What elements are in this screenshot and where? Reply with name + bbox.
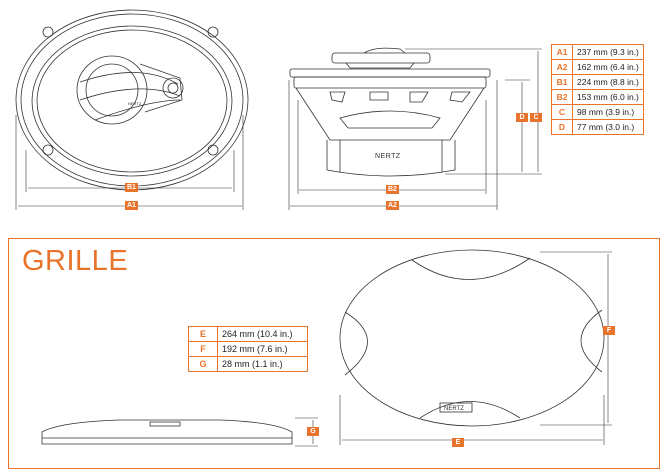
- dim-label-b2: B2: [386, 185, 399, 194]
- dim-label-g: G: [307, 427, 319, 436]
- dim-value: 264 mm (10.4 in.): [217, 326, 308, 342]
- dim-key: A2: [551, 59, 573, 75]
- dim-value: 162 mm (6.4 in.): [572, 59, 644, 75]
- dim-key: E: [188, 326, 218, 342]
- dim-value: 224 mm (8.8 in.): [572, 74, 644, 90]
- dim-label-a2: A2: [386, 201, 399, 210]
- speaker-front-view: [15, 9, 249, 191]
- grille-side-view: [41, 419, 293, 445]
- dim-label-e: E: [452, 438, 464, 447]
- dim-label-f: F: [603, 326, 615, 335]
- dim-label-b1: B1: [125, 183, 138, 192]
- dim-value: 153 mm (6.0 in.): [572, 89, 644, 105]
- grille-front-view: [339, 249, 605, 427]
- dim-key: A1: [551, 44, 573, 60]
- dim-key: B2: [551, 89, 573, 105]
- speaker-brand-side: NERTZ: [375, 153, 401, 160]
- dim-value: 192 mm (7.6 in.): [217, 341, 308, 357]
- speaker-brand-front: NERTZ: [128, 101, 142, 106]
- dim-key: F: [188, 341, 218, 357]
- dim-value: 98 mm (3.9 in.): [572, 104, 644, 120]
- dim-label-a1: A1: [125, 201, 138, 210]
- dim-label-c: C: [530, 113, 542, 122]
- dim-key: D: [551, 119, 573, 135]
- dim-key: B1: [551, 74, 573, 90]
- dim-key: C: [551, 104, 573, 120]
- grille-brand: NERTZ: [444, 406, 464, 412]
- speaker-side-view: [289, 47, 491, 177]
- dim-label-d: D: [516, 113, 528, 122]
- dim-key: G: [188, 356, 218, 372]
- dim-value: 77 mm (3.0 in.): [572, 119, 644, 135]
- dim-value: 28 mm (1.1 in.): [217, 356, 308, 372]
- grille-title: GRILLE: [22, 245, 129, 277]
- dim-value: 237 mm (9.3 in.): [572, 44, 644, 60]
- grille-section: [8, 238, 660, 469]
